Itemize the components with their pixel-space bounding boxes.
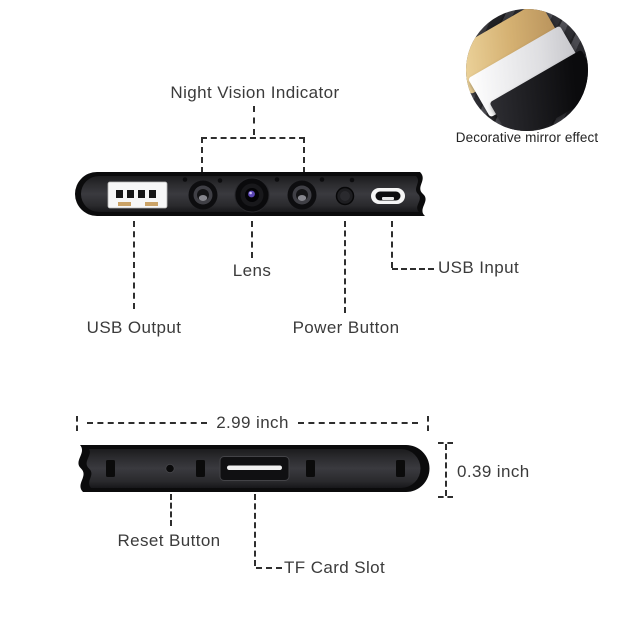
thickness-tick-bottom bbox=[438, 496, 453, 498]
micro-usb-port bbox=[371, 188, 405, 204]
usb-input-callout-line-h bbox=[392, 268, 434, 270]
camera-lens-icon bbox=[234, 177, 270, 213]
mirror-effect-caption: Decorative mirror effect bbox=[455, 130, 599, 145]
night-vision-callout-bracket bbox=[201, 137, 305, 173]
dimension-dash-left bbox=[87, 422, 208, 424]
length-dimension: 2.99 inch bbox=[76, 413, 430, 433]
usb-output-label: USB Output bbox=[86, 318, 182, 337]
night-vision-indicator-label: Night Vision Indicator bbox=[170, 83, 340, 102]
length-dimension-value: 2.99 inch bbox=[216, 413, 289, 432]
power-button-callout-line bbox=[344, 221, 346, 313]
device-top-edge-view bbox=[75, 172, 426, 216]
dimension-tick-left bbox=[76, 415, 78, 431]
tf-card-slot-label: TF Card Slot bbox=[284, 558, 386, 577]
tf-card-slot-callout-line-v bbox=[254, 494, 256, 566]
usb-output-callout-line bbox=[133, 221, 135, 309]
dimension-tick-right bbox=[427, 415, 430, 431]
reset-button-callout-line bbox=[170, 494, 172, 526]
lens-label: Lens bbox=[232, 261, 272, 280]
power-button-label: Power Button bbox=[292, 318, 400, 337]
device-bottom-edge-view bbox=[78, 445, 430, 492]
usb-input-callout-line-v bbox=[391, 221, 393, 268]
reset-hole bbox=[165, 463, 175, 474]
pinhole-dots bbox=[182, 177, 355, 183]
usb-a-port bbox=[107, 181, 168, 209]
thickness-tick-top bbox=[438, 442, 453, 444]
thickness-dimension-value: 0.39 inch bbox=[457, 462, 530, 481]
reset-button-label: Reset Button bbox=[117, 531, 221, 550]
night-vision-callout-stem bbox=[253, 106, 255, 135]
dimension-dash-right bbox=[297, 422, 419, 424]
ir-led-right-icon bbox=[287, 180, 317, 210]
lens-callout-line bbox=[251, 221, 253, 258]
tf-card-slot bbox=[219, 456, 290, 481]
mirror-effect-photo bbox=[466, 9, 588, 131]
usb-input-label: USB Input bbox=[438, 258, 520, 277]
screw-slots bbox=[106, 460, 405, 477]
power-button-icon bbox=[335, 186, 355, 206]
thickness-dimension-line bbox=[445, 444, 447, 496]
ir-led-left-icon bbox=[188, 180, 218, 210]
tf-card-slot-callout-line-h bbox=[256, 567, 282, 569]
